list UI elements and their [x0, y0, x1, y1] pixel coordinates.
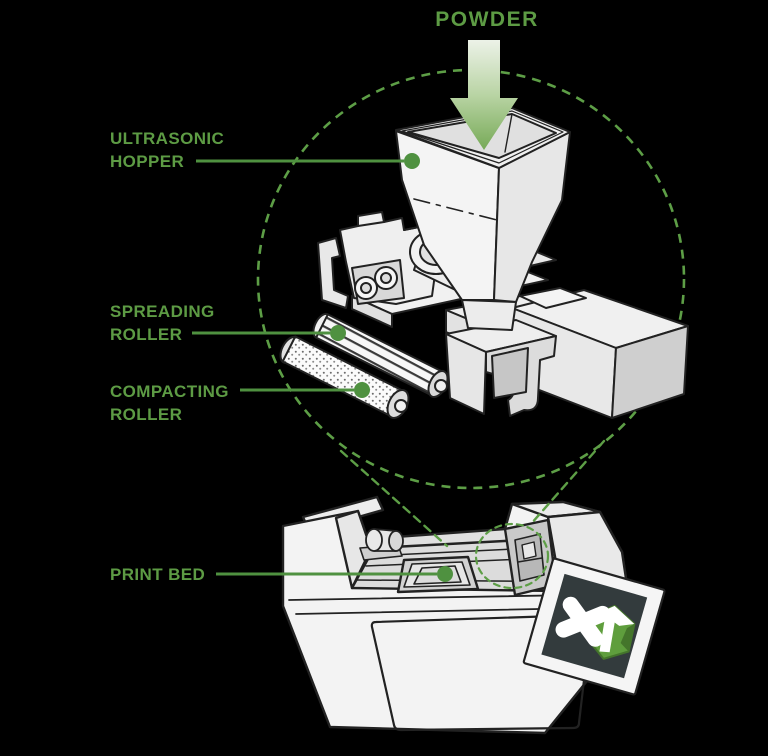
label-ultrasonic-hopper: ULTRASONIC HOPPER [110, 127, 224, 173]
printbed-dot [437, 566, 453, 582]
label-line: SPREADING [110, 302, 215, 321]
label-line: PRINT BED [110, 565, 206, 584]
label-compacting-roller: COMPACTING ROLLER [110, 380, 229, 426]
x1-badge [522, 557, 666, 696]
compacting-dot [354, 382, 370, 398]
printer-illustration [281, 495, 639, 735]
hopper-dot [404, 153, 420, 169]
spreading-dot [330, 325, 346, 341]
magnifier-tail [339, 439, 606, 590]
powder-title: POWDER [387, 8, 587, 32]
compacting-roller-illustration [279, 335, 410, 420]
label-line: COMPACTING [110, 382, 229, 401]
x1-logo-icon [555, 596, 636, 660]
powder-arrow-icon [450, 40, 518, 150]
hopper-assembly-illustration [317, 107, 689, 419]
label-line: HOPPER [110, 152, 185, 171]
powder-title-text: POWDER [435, 8, 539, 31]
label-spreading-roller: SPREADING ROLLER [110, 300, 215, 346]
leader-lines [192, 153, 453, 582]
label-line: ROLLER [110, 405, 183, 424]
label-line: ROLLER [110, 325, 183, 344]
label-print-bed: PRINT BED [110, 563, 205, 586]
focus-ellipse [474, 522, 550, 590]
label-line: ULTRASONIC [110, 129, 225, 148]
